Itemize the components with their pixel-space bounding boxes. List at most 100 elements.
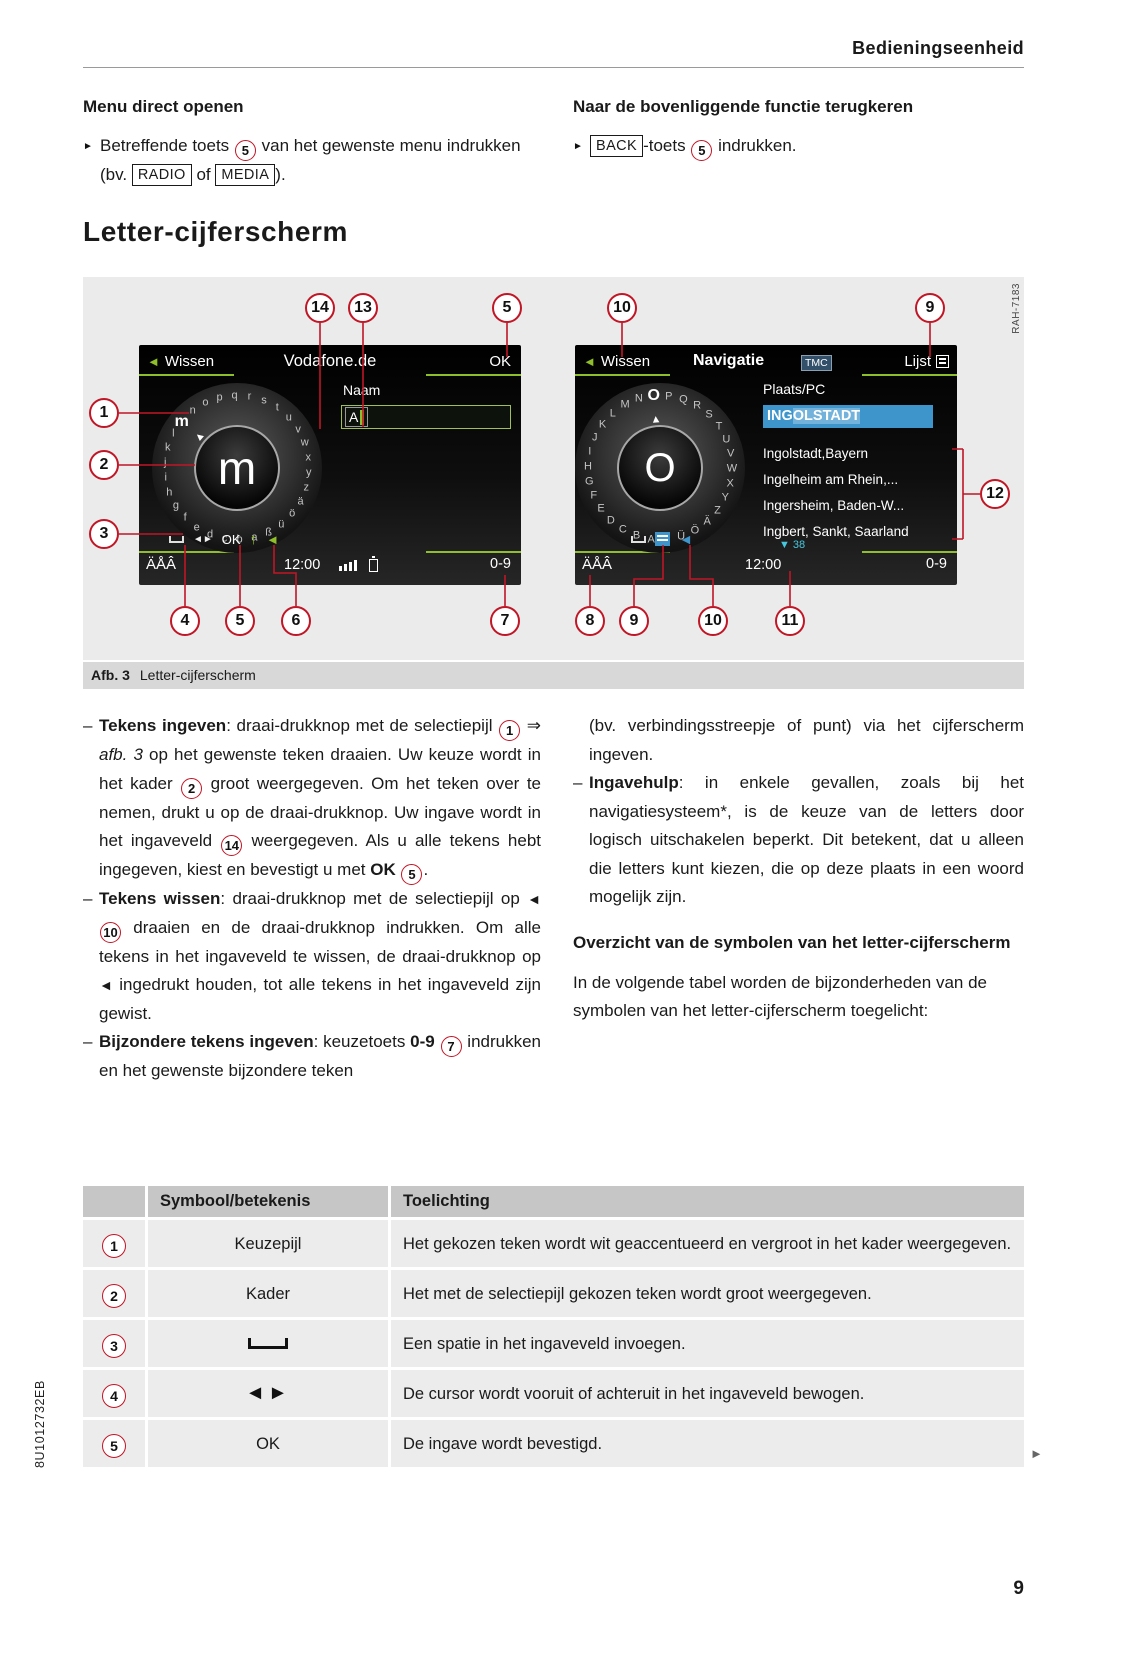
dial-letter: I [588,445,592,458]
page-number: 9 [1013,1578,1024,1599]
continuation-paragraph: (bv. verbindingsstreepje of punt) via he… [589,716,1024,764]
figure-callout-6: 6 [281,606,311,636]
figure-callout-12: 12 [980,479,1010,509]
dial-toolbar: ◄ [631,531,693,547]
results-count: ▼ 38 [779,539,805,551]
paragraph: In de volgende tabel worden de bijzonder… [573,972,987,1021]
figure-caption-label: Afb. 3 [91,667,130,683]
result-item: Ingelheim am Rhein,... [763,472,899,487]
accent-line [575,374,670,376]
backspace-icon: ◄ [679,531,693,547]
table-callout-5: 5 [102,1434,126,1458]
dial-letter: o [202,396,209,409]
results-count-value: 38 [792,539,806,551]
figure-callout-3: 3 [89,519,119,549]
header-rule [83,67,1024,68]
figure-callout-11: 11 [775,606,805,636]
backspace-icon: ◄ [266,532,279,547]
dial-letter: F [590,489,598,502]
dial-letter: j [163,456,167,469]
body-list-item: –Ingavehulp: in enkele gevallen, zoals b… [573,773,1024,906]
inline-callout-14: 14 [221,835,243,856]
dial-letter: y [306,466,312,479]
dial-letter: t [275,401,279,414]
dial-letter: M [620,398,630,411]
dial-letter: E [597,502,605,515]
dial-letter: G [585,475,594,488]
inline-callout-2: 2 [181,777,203,799]
tmc-badge: TMC [801,355,832,371]
figure-callout-7: 7 [490,606,520,636]
clock: 12:00 [745,557,782,573]
dial-letter: W [726,462,738,475]
dial-letter: C [618,523,627,536]
dial-letter: z [303,481,309,494]
screen-title: Navigatie [693,352,765,369]
figure-callout-5: 5 [225,606,255,636]
table-callout-1: 1 [102,1234,126,1258]
field-label: Naam [343,382,381,398]
result-item: Ingersheim, Baden-W... [763,498,905,513]
name-input-field: A [341,405,511,429]
figure-reference-code: RAH-7183 [1011,283,1022,334]
dial-letter: f [183,511,187,524]
dial-letter: H [584,460,592,473]
space-icon [169,536,184,543]
bullet-item: ► BACK-toets 5 indrukken. [573,132,1024,161]
bullet-item: ► Betreffende toets 5 van het gewenste m… [83,132,541,189]
section-heading: Menu direct openen [83,97,244,116]
body-column-left: –Tekens ingeven: draai-drukknop met de s… [83,712,541,1086]
dial-letter: Y [721,491,729,504]
dial-letter: q [231,389,238,402]
bullet-icon: ► [83,141,93,152]
table-header-explanation: Toelichting [391,1186,1024,1217]
table-callout-3: 3 [102,1334,126,1358]
key-back: BACK [590,135,644,157]
figure-callout-4: 4 [170,606,200,636]
dial-letter: n [189,404,196,417]
table-header-symbol: Symbool/betekenis [148,1186,391,1217]
screen-navigation-input: ◄Wissen Navigatie TMC Lijst Plaats/PC IN… [575,345,957,585]
inline-callout-5: 5 [401,864,423,885]
space-icon [248,1337,288,1349]
table-header-row: Symbool/betekenis Toelichting [83,1186,1024,1217]
wissen-control: ◄Wissen [583,353,650,370]
lijst-control: Lijst [904,353,949,370]
input-value: A [349,409,359,425]
screen-title: Vodafone.de [283,352,377,370]
special-chars-option: ÄÅÂ [582,556,613,573]
cursor-arrows-icon: ◄► [245,1382,291,1404]
list-icon [655,532,670,546]
bullet-icon: ► [573,141,583,152]
figure-callout-9: 9 [915,293,945,323]
text-cursor [360,409,365,425]
dial-letter: h [166,486,173,499]
dial-letter: ä [297,495,304,508]
clock: 12:00 [284,557,321,573]
dial-letter: w [300,436,309,449]
figure-letter-cijferscherm: RAH-7183 ◄Wissen Vodafone.de OK Naam A m… [83,277,1024,660]
battery-icon [369,556,378,572]
body-list-item: –Tekens wissen: draai-drukknop met de se… [83,889,541,1023]
lijst-label: Lijst [904,353,931,370]
figure-callout-14: 14 [305,293,335,323]
figure-callout-9: 9 [619,606,649,636]
table-continues-icon: ► [1030,1446,1043,1461]
figure-callout-10: 10 [607,293,637,323]
dial-toolbar: ◄► OK ↑ ◄ [169,531,279,548]
dial-selected-letter: m [194,425,280,511]
special-chars-option: ÄÅÂ [146,556,177,573]
figure-callout-10: 10 [698,606,728,636]
left-arrow-icon: ◄ [99,977,113,993]
inline-callout-5: 5 [234,140,256,161]
dial-letter: v [295,423,301,436]
left-arrow-icon: ◄ [527,891,541,907]
dial-letter: Z [714,504,721,517]
back-arrow-icon: ◄ [583,354,596,369]
